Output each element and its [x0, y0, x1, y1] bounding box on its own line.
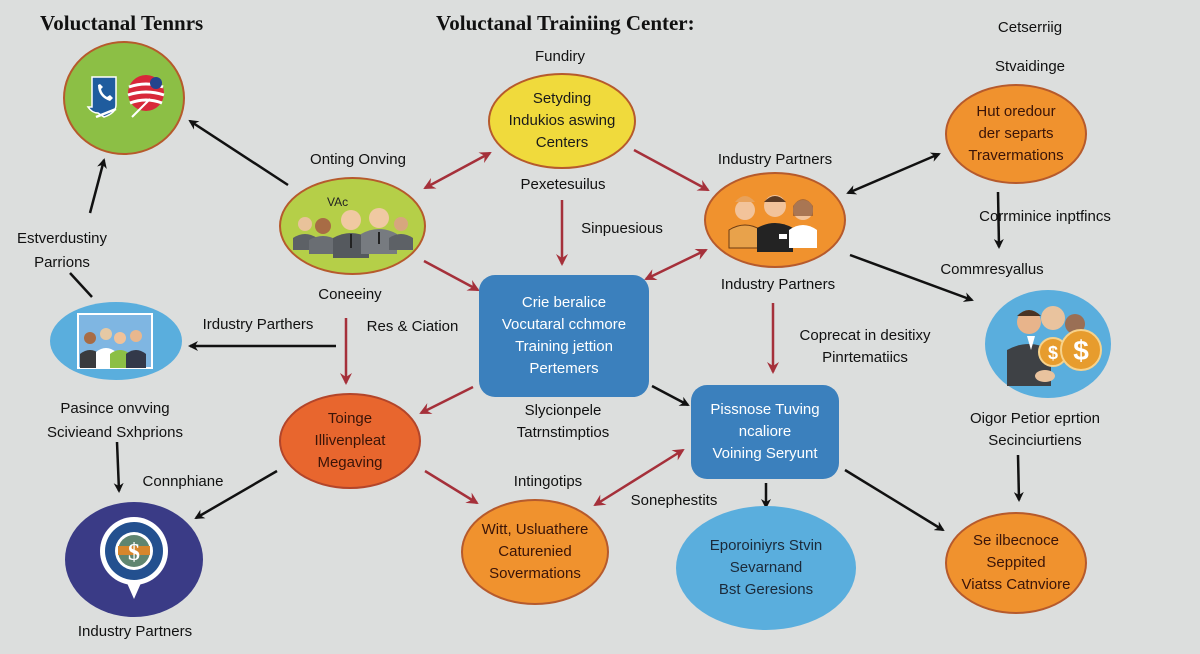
- label-irdustry-parthers: Irdustry Parthers: [202, 316, 314, 333]
- dollar-badge-icon: $: [100, 516, 168, 599]
- label-stvaidinge: Stvaidinge: [994, 58, 1066, 75]
- label-slycionpele: Slycionpele Tatrnstimptios: [516, 402, 610, 441]
- label-coprecat: Coprecat in desitixy Pinrtematiics: [799, 327, 931, 366]
- label-commresyallus: Commresyallus: [940, 261, 1044, 278]
- svg-text:$: $: [128, 540, 140, 566]
- svg-text:$: $: [1073, 335, 1089, 366]
- label-onting-onving: Onting Onving: [310, 151, 406, 168]
- main-title: Voluctanal Trainiing Center:: [436, 11, 695, 35]
- label-res-ciation: Res & Ciation: [366, 318, 459, 335]
- label-coneeiny: Coneeiny: [318, 286, 382, 303]
- class-group-icon: [77, 313, 153, 369]
- se-ilbecnoce-node[interactable]: Se ilbecnoce Seppited Viatss Catnviore: [945, 512, 1087, 614]
- svg-text:$: $: [1048, 343, 1058, 363]
- witt-node[interactable]: Witt, Usluathere Caturenied Sovermations: [461, 499, 609, 605]
- hut-oredour-node[interactable]: Hut oredour der separts Travermations: [945, 84, 1087, 184]
- dollar-handshake-icon: $ $: [1007, 306, 1102, 386]
- label-sinpuesious: Sinpuesious: [581, 220, 663, 237]
- business-team-icon: VAc: [292, 195, 413, 258]
- label-fundiry: Fundiry: [534, 48, 586, 65]
- class-group-node: [50, 302, 182, 380]
- industry-workers-icon: [728, 195, 817, 252]
- left-title: Voluctanal Tennrs: [40, 11, 204, 35]
- central-training-box[interactable]: Crie beralice Vocutaral cchmore Training…: [479, 275, 649, 397]
- label-corrminice: Corrminice inptfincs: [979, 208, 1111, 225]
- funding-center-node[interactable]: Setyding Indukios aswing Centers: [488, 73, 636, 169]
- label-compliance: Connphiane: [142, 473, 224, 490]
- pissnose-box[interactable]: Pissnose Tuving ncaliore Voining Seryunt: [691, 385, 839, 479]
- label-industry-partners-bottom-left: Industry Partners: [77, 623, 193, 640]
- industry-workers-node: [704, 172, 846, 268]
- dollar-badge-node: $: [65, 502, 203, 617]
- label-estverdustiny: Estverdustiny Parrions: [16, 230, 108, 271]
- label-sonephestits: Sonephestits: [630, 492, 718, 509]
- eporoiniyrs-node[interactable]: Eporoiniyrs Stvin Sevarnand Bst Geresion…: [676, 506, 856, 630]
- label-cetserriig: Cetserriig: [997, 19, 1063, 36]
- label-industry-partners-mid: Industry Partners: [720, 276, 836, 293]
- phone-and-flag-icons: [86, 75, 165, 119]
- toinge-node[interactable]: Toinge Illivenpleat Megaving: [279, 393, 421, 489]
- label-intingotips: Intingotips: [513, 473, 583, 490]
- label-pasince: Pasince onvving Scivieand Sxhprions: [47, 400, 183, 441]
- svg-text:VAc: VAc: [327, 195, 348, 209]
- label-industry-partners-top: Industry Partners: [717, 151, 833, 168]
- phone-flag-node: [63, 41, 185, 155]
- label-pexetesuilus: Pexetesuilus: [520, 176, 606, 193]
- label-oigor: Oigor Petior eprtion Secinciurtiens: [969, 410, 1101, 449]
- dollar-handshake-node: $ $: [985, 290, 1111, 398]
- team-node: VAc: [279, 177, 426, 275]
